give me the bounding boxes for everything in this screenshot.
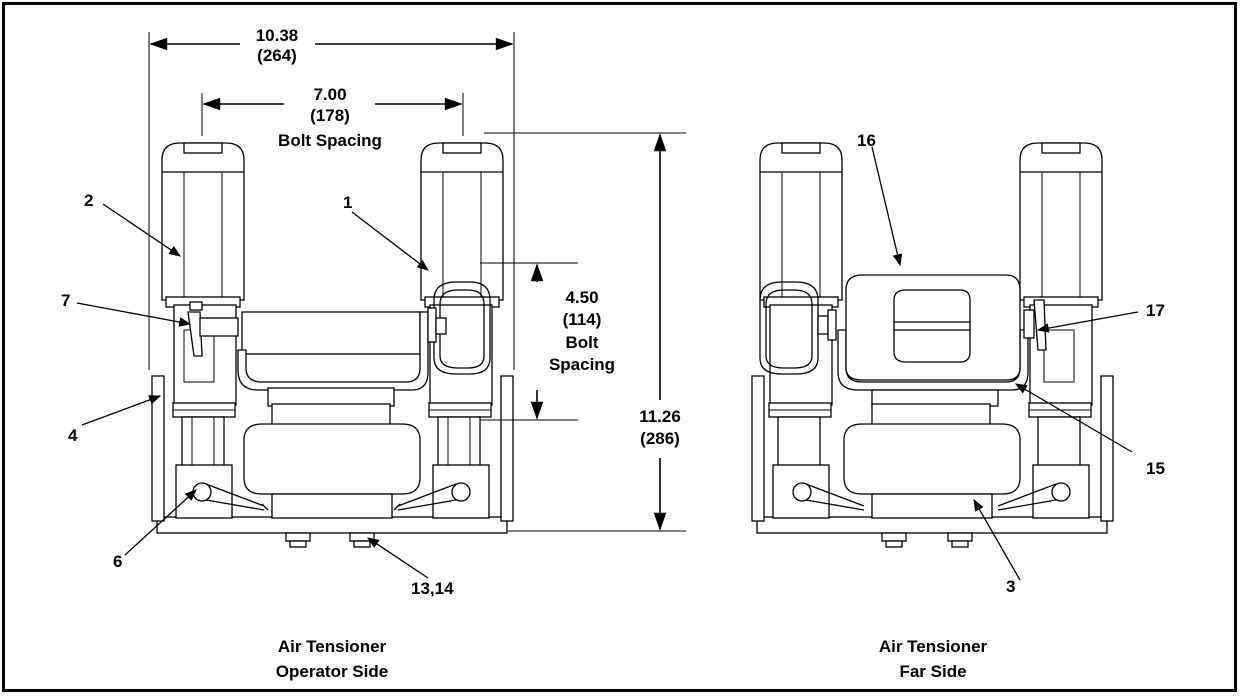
callout-4: 4 xyxy=(68,426,78,445)
callout-16: 16 xyxy=(857,131,876,150)
dim-height-value: 11.26 xyxy=(639,407,681,426)
clevis-pins-far xyxy=(792,482,1071,511)
dim-bolt-h-value: 7.00 xyxy=(313,85,346,104)
center-roller-far xyxy=(837,274,1029,519)
callout-15: 15 xyxy=(1146,459,1165,478)
clevis-pin-right xyxy=(393,482,471,511)
dimension-labels: 10.38 (264) 7.00 (178) Bolt Spacing 4.50… xyxy=(256,26,681,448)
callout-2: 2 xyxy=(84,191,93,210)
dim-bolt-v-label1: Bolt xyxy=(565,333,598,352)
callout-13-14: 13,14 xyxy=(411,579,454,598)
captions: Air Tensioner Operator Side Air Tensione… xyxy=(276,637,988,681)
caption-far-line1: Air Tensioner xyxy=(879,637,988,656)
callout-17: 17 xyxy=(1146,301,1165,320)
callout-6: 6 xyxy=(113,552,122,571)
dimension-lines xyxy=(148,32,686,532)
dim-bolt-v-metric: (114) xyxy=(563,310,602,329)
side-plate-right xyxy=(500,375,514,522)
right-cylinder-far xyxy=(1019,142,1103,519)
mounting-bolts-far xyxy=(881,532,973,548)
locking-pin-left xyxy=(187,301,239,357)
operator-side-view xyxy=(151,142,514,548)
dim-width-metric: (264) xyxy=(257,46,297,65)
mounting-bolts xyxy=(285,532,375,548)
clevis-pin-left xyxy=(192,482,269,511)
pull-ring-right xyxy=(427,281,491,375)
base-plate xyxy=(156,516,508,534)
dim-bolt-v-label2: Spacing xyxy=(549,355,615,374)
dim-bolt-h-metric: (178) xyxy=(310,106,350,125)
dim-bolt-h-label: Bolt Spacing xyxy=(278,131,382,150)
dim-width-value: 10.38 xyxy=(256,26,299,45)
caption-operator-line1: Air Tensioner xyxy=(278,637,387,656)
callout-leaders xyxy=(76,146,1139,581)
callout-numbers: 1 2 3 4 6 7 13,14 15 16 17 xyxy=(61,131,1165,598)
left-cylinder-far xyxy=(759,142,843,519)
far-side-view xyxy=(751,142,1114,548)
callout-1: 1 xyxy=(343,193,352,212)
base-plate-far xyxy=(756,516,1108,534)
callout-7: 7 xyxy=(61,291,70,310)
pull-ring-left-far xyxy=(759,281,837,375)
caption-operator-line2: Operator Side xyxy=(276,662,388,681)
dim-height-metric: (286) xyxy=(640,429,680,448)
dim-bolt-v-value: 4.50 xyxy=(565,288,598,307)
caption-far-line2: Far Side xyxy=(899,662,966,681)
center-roller xyxy=(237,311,429,519)
side-plate-left xyxy=(151,375,165,522)
callout-3: 3 xyxy=(1006,577,1015,596)
